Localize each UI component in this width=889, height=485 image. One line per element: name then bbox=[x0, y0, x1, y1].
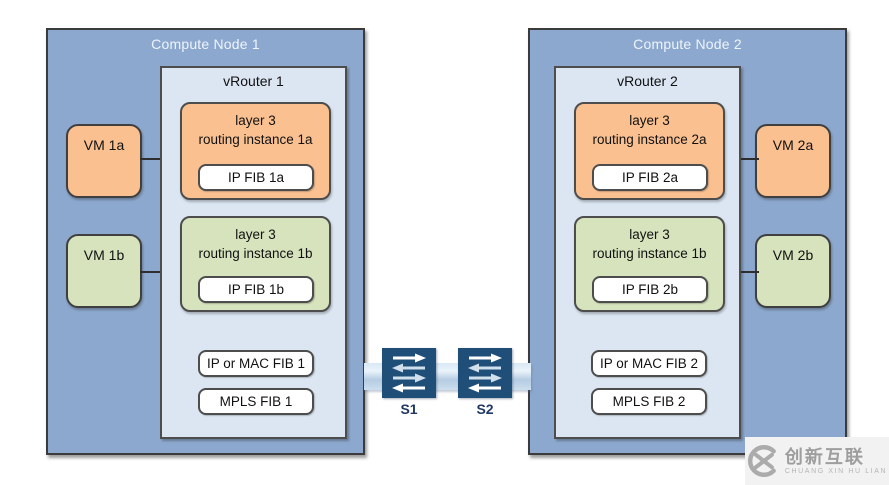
routing-instance-1b-line1: layer 3 bbox=[235, 227, 276, 242]
switch-icon bbox=[468, 353, 502, 393]
compute-node-1-title: Compute Node 1 bbox=[151, 36, 260, 52]
routing-instance-2a: layer 3 routing instance 2a IP FIB 2a bbox=[574, 102, 725, 200]
mpls-fib-1: MPLS FIB 1 bbox=[198, 388, 314, 415]
vm-1b-label: VM 1b bbox=[83, 247, 125, 263]
vm-1a: VM 1a bbox=[66, 124, 142, 198]
routing-instance-1b-line2: routing instance 1b bbox=[198, 246, 313, 261]
routing-instance-2a-line1: layer 3 bbox=[629, 113, 670, 128]
routing-instance-1a: layer 3 routing instance 1a IP FIB 1a bbox=[180, 102, 331, 200]
ip-or-mac-fib-2-label: IP or MAC FIB 2 bbox=[599, 356, 699, 371]
vrouter-2-title: vRouter 2 bbox=[617, 73, 678, 89]
ip-fib-2a: IP FIB 2a bbox=[592, 164, 708, 191]
ip-fib-1a: IP FIB 1a bbox=[198, 164, 314, 191]
routing-instance-2a-line2: routing instance 2a bbox=[592, 132, 707, 147]
ip-fib-2b-label: IP FIB 2b bbox=[621, 282, 679, 297]
routing-instance-2b-line2: routing instance 1b bbox=[592, 246, 707, 261]
vm-2b-label: VM 2b bbox=[772, 247, 814, 263]
routing-instance-2b-line1: layer 3 bbox=[629, 227, 670, 242]
compute-node-2-title: Compute Node 2 bbox=[633, 36, 742, 52]
mpls-fib-1-label: MPLS FIB 1 bbox=[219, 394, 293, 409]
ip-or-mac-fib-1-label: IP or MAC FIB 1 bbox=[206, 356, 306, 371]
routing-instance-1a-line2: routing instance 1a bbox=[198, 132, 313, 147]
switch-s1 bbox=[382, 348, 436, 398]
compute-node-2: Compute Node 2 VM 2a VM 2b vRouter 2 lay… bbox=[528, 28, 847, 455]
ip-or-mac-fib-2: IP or MAC FIB 2 bbox=[591, 350, 707, 377]
vm-2b: VM 2b bbox=[755, 234, 831, 308]
vm-2a-label: VM 2a bbox=[772, 137, 814, 153]
routing-instance-1b: layer 3 routing instance 1b IP FIB 1b bbox=[180, 216, 331, 312]
watermark-panel: 创新互联 CHUANG XIN HU LIAN bbox=[745, 437, 889, 485]
ip-or-mac-fib-1: IP or MAC FIB 1 bbox=[198, 350, 314, 377]
watermark-text: 创新互联 CHUANG XIN HU LIAN bbox=[785, 448, 887, 475]
vm-2a: VM 2a bbox=[755, 124, 831, 198]
vrouter-1: vRouter 1 layer 3 routing instance 1a IP… bbox=[160, 66, 347, 439]
compute-node-1: Compute Node 1 VM 1a VM 1b vRouter 1 lay… bbox=[46, 28, 365, 455]
chuangxin-logo-icon bbox=[747, 445, 776, 477]
ip-fib-1b: IP FIB 1b bbox=[198, 276, 314, 303]
ip-fib-2a-label: IP FIB 2a bbox=[621, 170, 679, 185]
ip-fib-1a-label: IP FIB 1a bbox=[227, 170, 285, 185]
vrouter-1-title: vRouter 1 bbox=[223, 73, 284, 89]
switch-s2-label: S2 bbox=[476, 401, 494, 417]
routing-instance-1a-line1: layer 3 bbox=[235, 113, 276, 128]
watermark-en: CHUANG XIN HU LIAN bbox=[784, 467, 888, 475]
vrouter-2: vRouter 2 layer 3 routing instance 2a IP… bbox=[554, 66, 741, 439]
ip-fib-1b-label: IP FIB 1b bbox=[227, 282, 285, 297]
vm-1b: VM 1b bbox=[66, 234, 142, 308]
switch-s1-label: S1 bbox=[400, 401, 418, 417]
mpls-fib-2: MPLS FIB 2 bbox=[591, 388, 707, 415]
mpls-fib-2-label: MPLS FIB 2 bbox=[612, 394, 686, 409]
watermark-cn: 创新互联 bbox=[784, 446, 865, 467]
ip-fib-2b: IP FIB 2b bbox=[592, 276, 708, 303]
switch-s2 bbox=[458, 348, 512, 398]
routing-instance-2b: layer 3 routing instance 1b IP FIB 2b bbox=[574, 216, 725, 312]
vm-1a-label: VM 1a bbox=[83, 137, 125, 153]
switch-icon bbox=[392, 353, 426, 393]
